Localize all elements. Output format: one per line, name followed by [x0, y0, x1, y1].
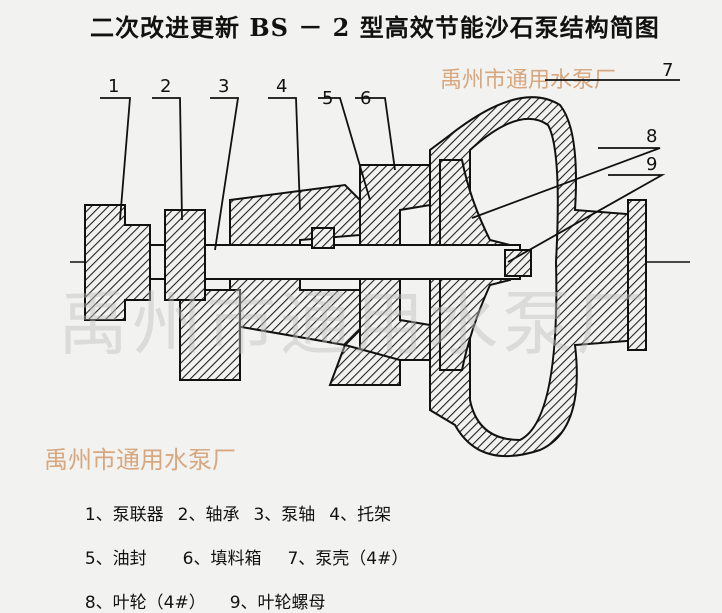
- callout-2: 2: [160, 76, 171, 97]
- legend-item-impeller-nut: 9、叶轮螺母: [229, 593, 326, 613]
- callout-5: 5: [322, 88, 333, 109]
- watermark-big: 禹州市通用水泵厂: [58, 283, 650, 365]
- legend-item-bracket: 4、托架: [329, 505, 392, 525]
- legend-item-bearing: 2、轴承: [177, 505, 240, 525]
- legend-row-3: 8、叶轮（4#） 9、叶轮螺母: [74, 568, 340, 613]
- callout-3: 3: [218, 76, 229, 97]
- pump-coupling: [84, 204, 151, 321]
- legend-item-shaft: 3、泵轴: [253, 505, 316, 525]
- callout-4: 4: [276, 76, 287, 97]
- callout-8: 8: [646, 126, 657, 147]
- discharge-flange: [627, 199, 647, 351]
- diagram-title: 二次改进更新 BS － 2 型高效节能沙石泵结构简图: [90, 13, 660, 42]
- legend-item-stuffing-box: 6、填料箱: [182, 549, 262, 569]
- pump-cross-section: 1 2 3 4 5 6 7 8 9: [70, 60, 690, 458]
- legend-item-oil-seal: 5、油封: [84, 549, 147, 569]
- callout-1: 1: [108, 76, 119, 97]
- bearing: [164, 209, 206, 301]
- callout-9: 9: [646, 154, 657, 175]
- callout-7: 7: [662, 60, 673, 81]
- watermark-middle: 禹州市通用水泵厂: [44, 446, 236, 474]
- legend-row-1: 1、泵联器 2、轴承 3、泵轴 4、托架: [74, 480, 405, 525]
- legend-row-2: 5、油封 6、填料箱 7、泵壳（4#）: [74, 524, 422, 569]
- legend-item-coupling: 1、泵联器: [84, 505, 164, 525]
- impeller-nut: [504, 249, 532, 277]
- legend-item-impeller: 8、叶轮（4#）: [84, 593, 206, 613]
- legend-item-casing: 7、泵壳（4#）: [287, 549, 409, 569]
- callout-6: 6: [360, 88, 371, 109]
- oil-seal: [311, 227, 335, 249]
